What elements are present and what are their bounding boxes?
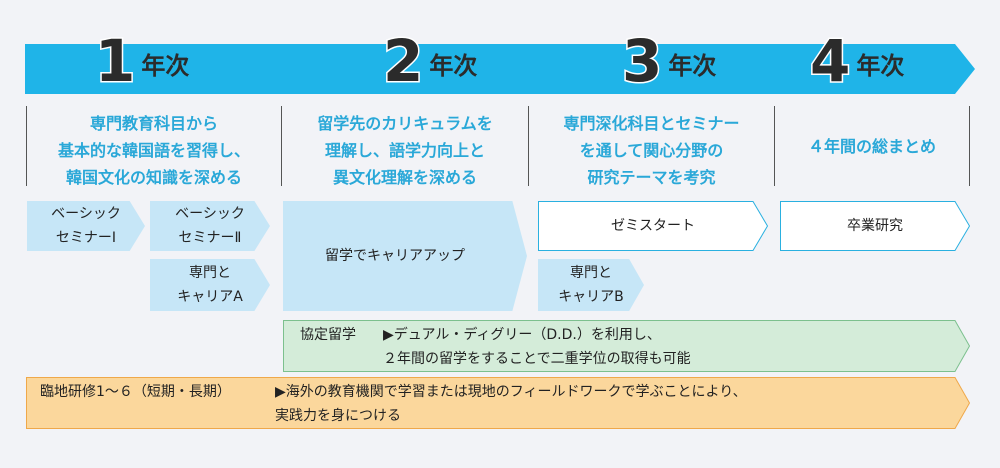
year-number: 2: [381, 27, 424, 95]
timeline-band: [25, 44, 975, 94]
agreement-description: ▶デュアル・ディグリー（D.D.）を利用し、 ２年間の留学をすることで二重学位の…: [383, 327, 691, 367]
column-divider: [774, 106, 775, 186]
goal-year-2: 留学先のカリキュラムを 理解し、語学力向上と 異文化理解を深める: [317, 114, 493, 187]
column-divider: [528, 106, 529, 186]
year-3-label: 3 年次: [620, 27, 717, 95]
course-seminar-start: ゼミスタート: [538, 201, 768, 251]
training-label: 臨地研修1～６（短期・長期）: [40, 384, 231, 400]
course-label: 卒業研究: [847, 218, 903, 234]
course-basic-seminar-1: ベーシック セミナーⅠ: [27, 201, 145, 251]
course-basic-seminar-2: ベーシック セミナーⅡ: [150, 201, 270, 251]
goal-year-3: 専門深化科目とセミナー を通して関心分野の 研究テーマを考究: [563, 114, 740, 187]
year-suffix: 年次: [429, 52, 478, 80]
training-description: ▶海外の教育機関で学習または現地のフィールドワークで学ぶことにより、 実践力を身…: [275, 384, 747, 424]
year-suffix: 年次: [856, 52, 905, 80]
column-divider: [281, 106, 282, 186]
course-label: ゼミスタート: [611, 218, 695, 234]
course-label: 専門と キャリアA: [177, 265, 243, 305]
outline-arrow: [538, 201, 768, 251]
course-label: 専門と キャリアB: [558, 265, 624, 305]
year-4-label: 4 年次: [808, 27, 905, 95]
course-label: ベーシック セミナーⅡ: [175, 206, 245, 246]
field-training-band: [26, 377, 970, 429]
year-number: 3: [620, 27, 663, 95]
agreement-label: 協定留学: [300, 327, 356, 343]
year-suffix: 年次: [141, 52, 190, 80]
year-2-label: 2 年次: [381, 27, 478, 95]
course-career-b: 専門と キャリアB: [538, 259, 644, 311]
course-label: 留学でキャリアアップ: [325, 248, 465, 264]
outline-arrow: [780, 201, 970, 251]
course-label: ベーシック セミナーⅠ: [51, 206, 121, 246]
year-number: 1: [93, 27, 136, 95]
column-divider: [26, 106, 27, 186]
course-graduation-research: 卒業研究: [780, 201, 970, 251]
year-1-label: 1 年次: [93, 27, 190, 95]
agreement-study-band: [283, 320, 970, 372]
course-career-a: 専門と キャリアA: [150, 259, 270, 311]
goal-year-1: 専門教育科目から 基本的な韓国語を習得し、 韓国文化の知識を深める: [57, 114, 250, 187]
year-number: 4: [808, 27, 851, 95]
course-study-abroad: 留学でキャリアアップ: [283, 201, 527, 311]
column-divider: [969, 106, 970, 186]
goal-year-4: ４年間の総まとめ: [807, 137, 936, 156]
year-suffix: 年次: [668, 52, 717, 80]
